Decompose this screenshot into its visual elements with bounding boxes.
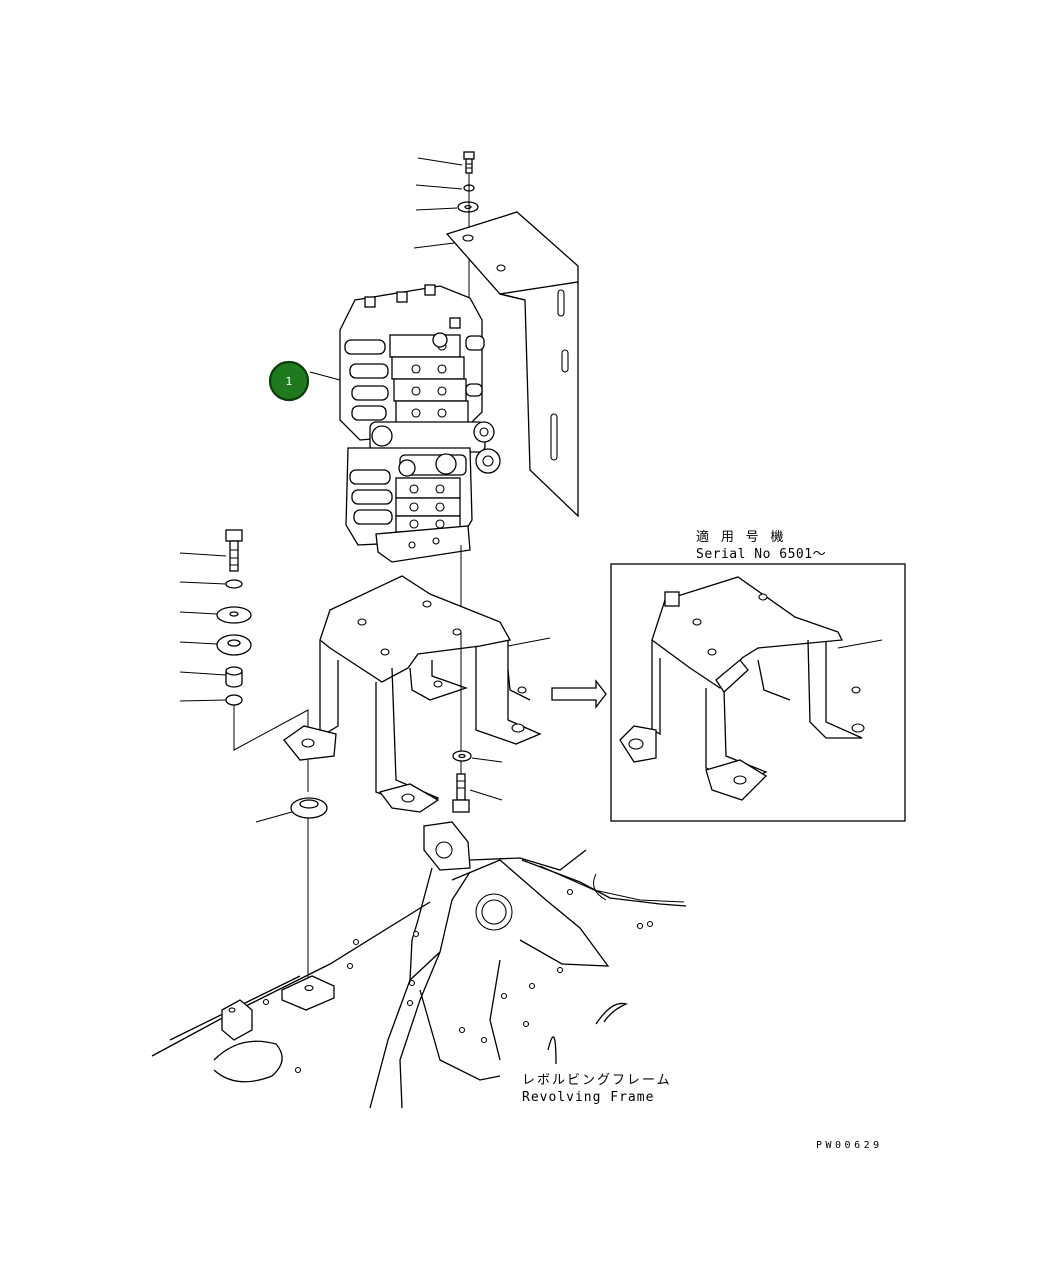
stand-bracket [283,575,551,813]
drawing-code: PW00629 [816,1140,883,1151]
mount-washer [290,797,328,819]
left-cushion [225,694,243,706]
left-spacer [225,666,243,688]
top-bolt [463,151,475,174]
bracket-washer [452,750,472,762]
bracket-bolt [452,773,470,813]
top-hardware [413,151,479,300]
callout-1[interactable]: 1 [268,360,310,402]
inset-title-jp: 適 用 号 機 [696,529,785,545]
top-flat-washer [457,201,479,213]
left-bolt [225,529,243,572]
frame-label-en: Revolving Frame [522,1090,654,1105]
inset-detail: 適 用 号 機 Serial No 6501～ [610,529,906,822]
frame-label-jp: レボルビングフレーム [522,1073,672,1088]
bracket-hardware [255,632,503,980]
arrow-right-icon [551,679,607,709]
inset-frame [610,563,906,822]
left-flat-washer [216,606,252,624]
revolving-frame: レボルビングフレーム Revolving Frame [151,821,687,1109]
callout-1-label: 1 [286,375,293,388]
l-bracket [445,211,579,518]
control-valve [309,284,501,632]
left-lock-washer [225,579,243,589]
left-thick-washer [216,634,252,656]
left-hardware [179,529,309,751]
inset-serial: Serial No 6501～ [696,547,826,562]
